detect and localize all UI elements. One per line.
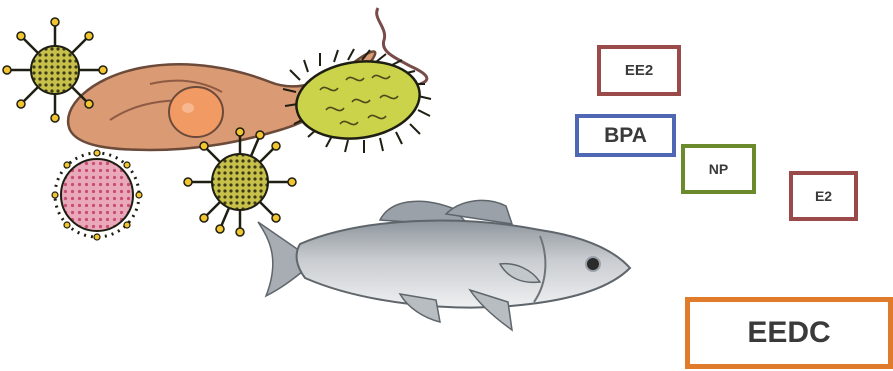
pink-virus-icon [52, 150, 142, 240]
eedc-label: EEDC [747, 316, 830, 350]
e2-label: E2 [815, 188, 832, 204]
bpa-label: BPA [604, 124, 647, 148]
virus-icon [184, 128, 296, 236]
eedc-label-box: EEDC [685, 297, 893, 369]
np-label-box: NP [681, 144, 756, 194]
fish-icon [258, 200, 630, 330]
e2-label-box: E2 [789, 171, 858, 221]
ee2-label-box: EE2 [597, 45, 681, 96]
bpa-label-box: BPA [575, 114, 676, 157]
ee2-label: EE2 [625, 62, 653, 79]
np-label: NP [709, 161, 728, 177]
virus-icon [3, 18, 107, 122]
